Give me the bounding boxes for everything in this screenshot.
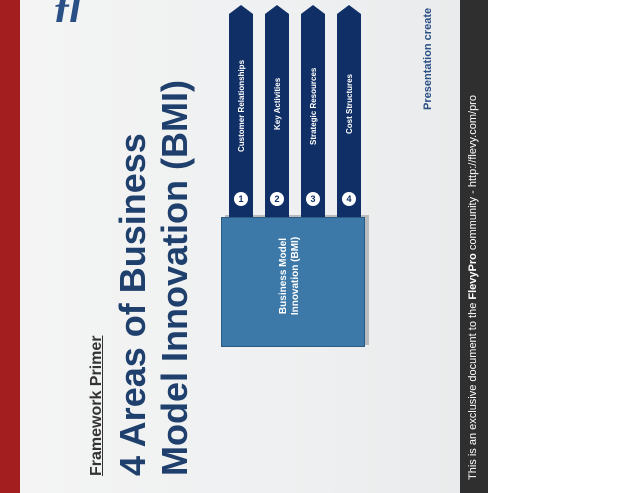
area-label-1: Customer Relationships xyxy=(237,59,246,152)
bmi-center-box xyxy=(221,217,365,347)
area-number-1: 1 xyxy=(234,192,248,206)
area-label-4: Cost Structures xyxy=(345,73,354,134)
page-title: 4 Areas of Business Model Innovation (BM… xyxy=(112,80,195,476)
area-tab-2 xyxy=(265,5,289,217)
area-number-2: 2 xyxy=(270,192,284,206)
section-label: Framework Primer xyxy=(88,335,105,476)
red-edge-bar xyxy=(0,0,20,493)
disclaimer-text: This is an exclusive document to the Fle… xyxy=(467,95,479,480)
presentation-created-text: Presentation create xyxy=(422,7,434,110)
area-label-3: Strategic Resources xyxy=(309,67,318,145)
area-number-3: 3 xyxy=(306,192,320,206)
area-tab-4 xyxy=(337,5,361,217)
bmi-center-label: Business Model Innovation (BMI) xyxy=(278,236,301,316)
area-number-4: 4 xyxy=(342,192,356,206)
area-label-2: Key Activities xyxy=(273,77,282,130)
disclaimer-suffix: community - http://flevy.com/pro xyxy=(467,95,479,254)
disclaimer-prefix: This is an exclusive document to the xyxy=(467,299,479,480)
area-tab-3 xyxy=(301,5,325,217)
disclaimer-brand: FlevyPro xyxy=(467,253,479,300)
disclaimer-band xyxy=(460,0,488,493)
area-tab-1 xyxy=(229,5,253,217)
right-margin xyxy=(488,0,638,493)
flevy-logo-icon: fl xyxy=(54,0,80,22)
